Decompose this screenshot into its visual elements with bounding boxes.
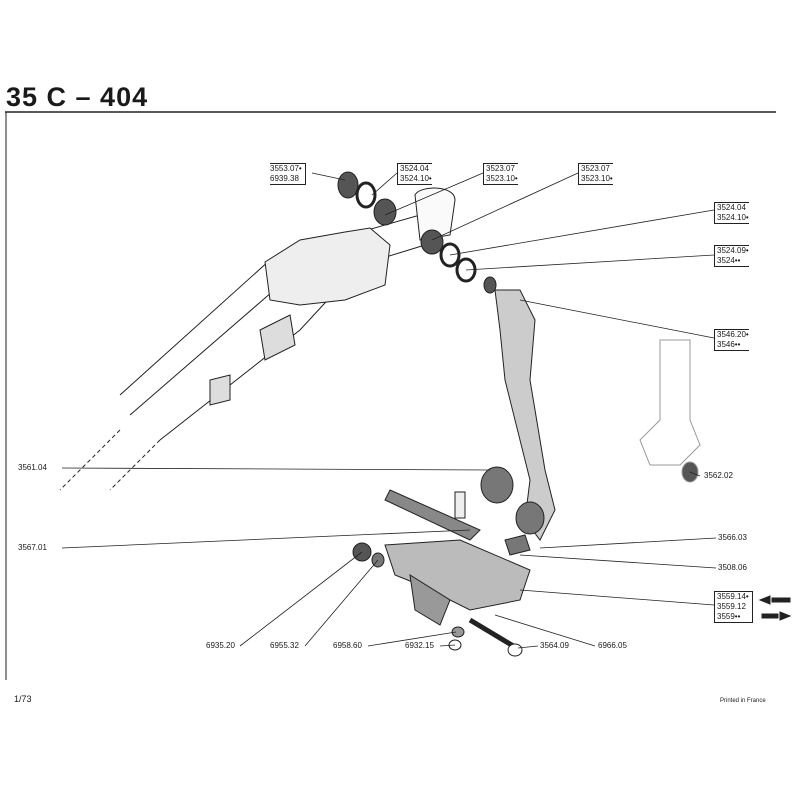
- part-number: 3559••: [717, 612, 741, 621]
- part-number: 3553.07•: [270, 164, 302, 173]
- part-number: 3524••: [717, 256, 741, 265]
- arrow-right-icon: [761, 611, 792, 621]
- bush-set-top: [337, 171, 497, 294]
- part-number: 3559.12: [717, 602, 746, 611]
- part-number: 3524.04: [717, 203, 746, 212]
- part-number: 3524.10•: [717, 213, 749, 222]
- part-number: 3523.07: [581, 164, 610, 173]
- label-6932: 6932.15: [405, 641, 434, 650]
- pedal-lever: [480, 289, 556, 541]
- part-number: 3524.09•: [717, 246, 749, 255]
- label-3524-09: 3524.09•3524••: [714, 245, 749, 267]
- part-number: 3546••: [717, 340, 741, 349]
- part-number: 6939.38: [270, 174, 299, 183]
- ghost-lever: [639, 339, 701, 483]
- label-6935: 6935.20: [206, 641, 235, 650]
- arrow-left-icon: [758, 595, 791, 605]
- label-3562: 3562.02: [704, 471, 733, 480]
- label-3546: 3546.20•3546••: [714, 329, 749, 351]
- direction-arrows: [758, 595, 792, 621]
- part-number: 3523.10•: [486, 174, 518, 183]
- part-number: 3559.14•: [717, 592, 749, 601]
- label-3566: 3566.03: [718, 533, 747, 542]
- page-number: 1/73: [14, 694, 32, 704]
- leader-lines: [61, 172, 717, 649]
- part-number: 3524.04: [400, 164, 429, 173]
- printed-note: Printed in France: [720, 698, 766, 704]
- label-3564: 3564.09: [540, 641, 569, 650]
- label-3553: 3553.07•6939.38: [270, 163, 306, 185]
- chassis-member: [59, 187, 456, 491]
- part-number: 3546.20•: [717, 330, 749, 339]
- part-number: 3523.07: [486, 164, 515, 173]
- label-3508: 3508.06: [718, 563, 747, 572]
- mounting-bracket: [352, 489, 531, 657]
- label-6966: 6966.05: [598, 641, 627, 650]
- label-3567: 3567.01: [18, 543, 47, 552]
- label-6958: 6958.60: [333, 641, 362, 650]
- label-6955: 6955.32: [270, 641, 299, 650]
- part-number: 3523.10•: [581, 174, 613, 183]
- page-title: 35 C – 404: [6, 82, 149, 112]
- part-number: 3524.10•: [400, 174, 432, 183]
- label-3561: 3561.04: [18, 463, 47, 472]
